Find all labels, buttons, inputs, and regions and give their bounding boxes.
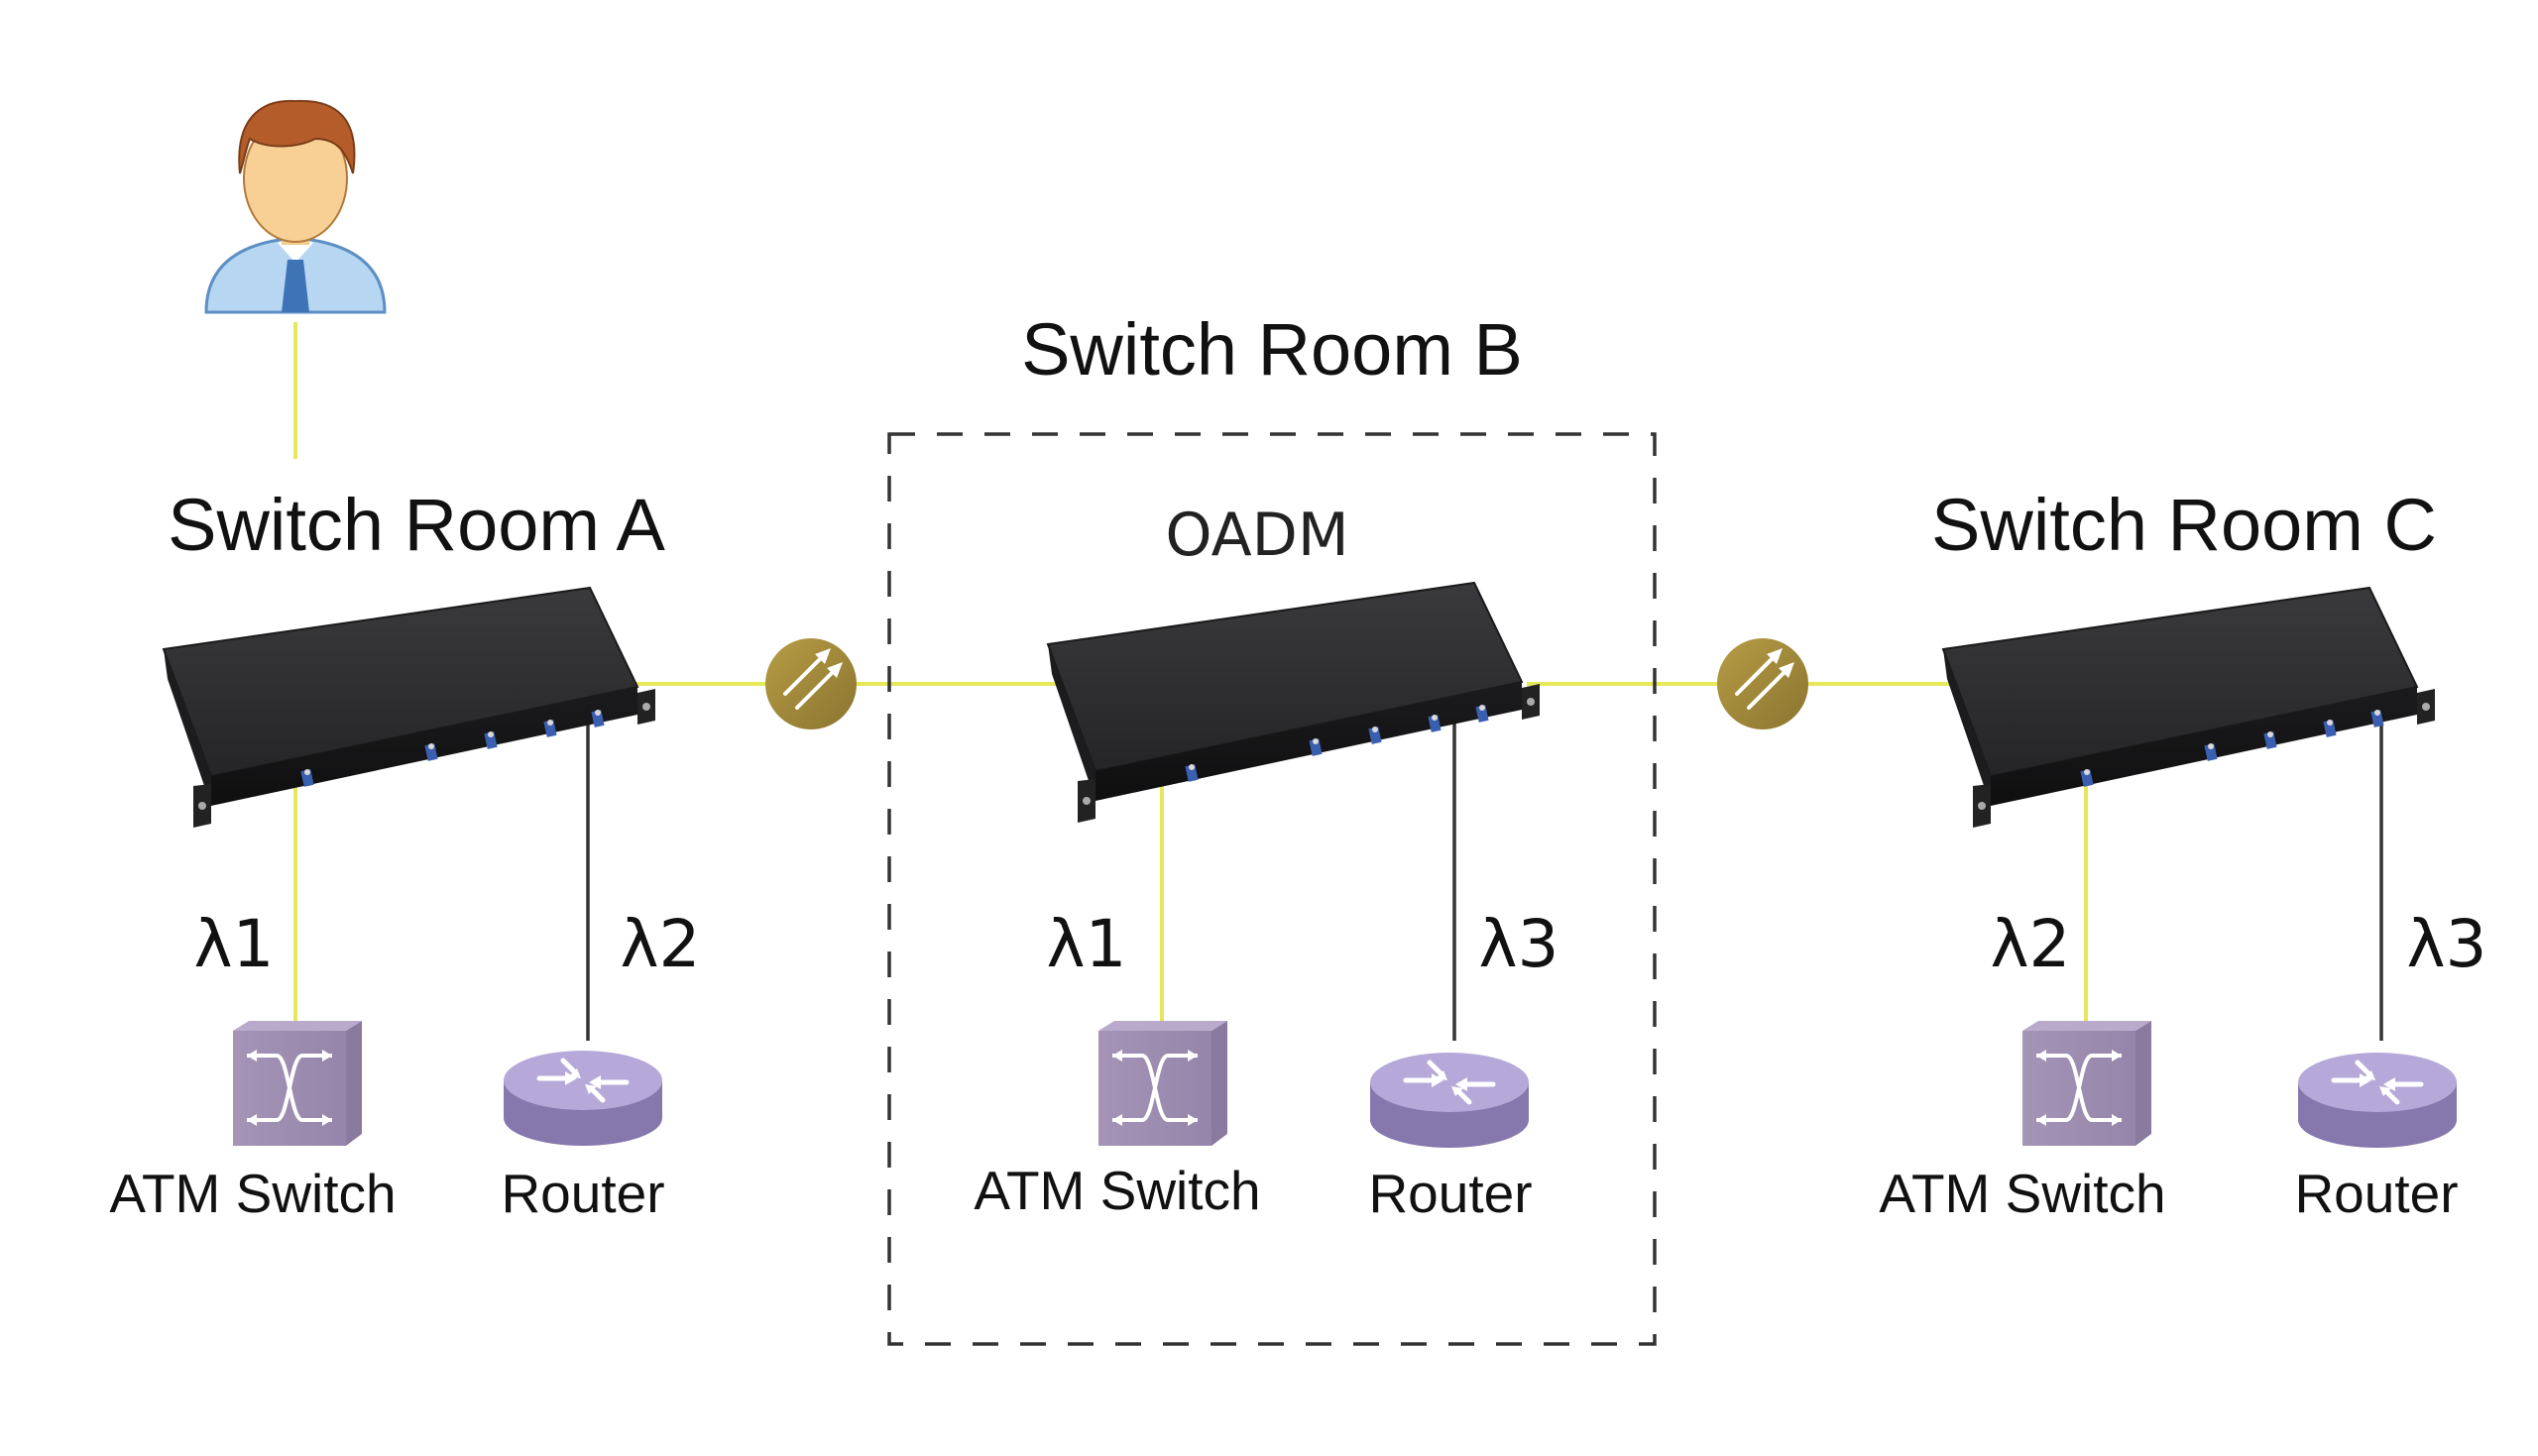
fiber-links [293,322,2088,1026]
oadm-chassis-b [1047,582,1541,824]
wavelength-label-b-switch: λ1 [1046,906,1126,982]
router-label-a: Router [501,1163,664,1224]
router-label-c: Router [2294,1163,2458,1224]
wavelength-label-c-switch: λ2 [1990,906,2070,982]
switch-room-b-boundary [887,432,1657,1346]
wavelength-label-b-router: λ3 [1478,906,1558,982]
atm-switch-icon [1096,1019,1229,1148]
mux-chassis-c [1942,587,2436,829]
router-icon [2298,1053,2457,1148]
wavelength-label-a-switch: λ1 [193,906,274,982]
wavelength-label-c-router: λ3 [2406,906,2486,982]
optical-amplifier-icon [1715,636,1810,731]
user-person-icon [204,99,387,314]
switch-room-c-title: Switch Room C [1931,484,2437,566]
optical-amplifier-icon [763,636,859,731]
oadm-label: OADM [1165,501,1348,570]
atm-switch-label-c: ATM Switch [1879,1163,2165,1224]
router-label-b: Router [1368,1163,1532,1224]
atm-switch-label-a: ATM Switch [109,1163,396,1224]
switch-room-b-title: Switch Room B [1021,308,1523,391]
atm-switch-icon [231,1019,364,1148]
router-icon [504,1051,662,1146]
switch-room-a-title: Switch Room A [168,484,665,566]
copper-links [586,709,2383,1041]
wavelength-label-a-router: λ2 [620,906,700,982]
atm-switch-label-b: ATM Switch [974,1160,1260,1221]
atm-switch-icon [2020,1019,2153,1148]
router-icon [1370,1053,1529,1148]
mux-chassis-a [163,587,656,829]
